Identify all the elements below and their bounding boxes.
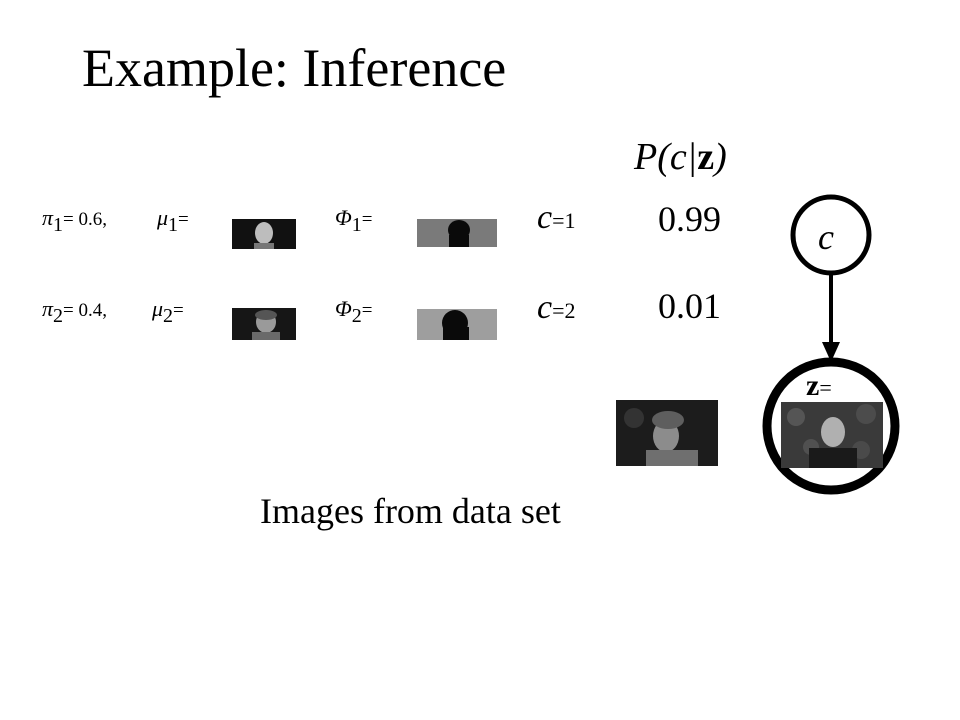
mu-index: 1 — [168, 214, 179, 236]
node-c — [790, 194, 872, 276]
pi-symbol: π — [42, 296, 54, 321]
pi-index: 1 — [53, 214, 64, 236]
phi-2-label: Φ2= — [335, 297, 372, 328]
mean-image-2 — [232, 308, 296, 340]
node-z-label: z= — [806, 370, 832, 404]
z-symbol: z — [806, 369, 820, 402]
mu-symbol: μ — [157, 205, 169, 230]
mu-index: 2 — [163, 305, 174, 327]
mean-image-1 — [232, 219, 296, 249]
posterior-header-suffix: ) — [714, 136, 727, 178]
c-value-2: c=2 — [537, 289, 576, 330]
phi-1-label: Φ1= — [335, 206, 372, 237]
phi-symbol: Φ — [335, 205, 352, 230]
posterior-header-bold: z — [697, 136, 715, 178]
variance-image-1 — [417, 219, 497, 247]
slide-title: Example: Inference — [82, 38, 507, 98]
mu-eq: = — [178, 209, 189, 230]
pi-symbol: π — [42, 205, 54, 230]
mu-2-label: μ2= — [152, 297, 184, 328]
caption: Images from data set — [260, 491, 561, 531]
c-eq: =1 — [552, 208, 576, 233]
c-value-1: c=1 — [537, 199, 576, 240]
mu-eq: = — [173, 300, 184, 321]
pi-index: 2 — [53, 305, 64, 327]
phi-index: 1 — [351, 214, 362, 236]
phi-index: 2 — [351, 305, 362, 327]
z-eq: = — [819, 375, 832, 400]
posterior-header-prefix: P(c| — [634, 136, 698, 178]
pi-value: = 0.6, — [63, 209, 107, 230]
c-eq: =2 — [552, 298, 576, 323]
mu-symbol: μ — [152, 296, 164, 321]
pi-value: = 0.4, — [63, 300, 107, 321]
arrowhead-icon — [822, 342, 840, 362]
c-symbol: c — [537, 289, 553, 326]
variance-image-2 — [417, 309, 497, 340]
c-symbol: c — [537, 199, 553, 236]
probability-2: 0.01 — [658, 286, 721, 326]
mu-1-label: μ1= — [157, 206, 189, 237]
pi-2-label: π2= 0.4, — [42, 297, 107, 328]
node-c-label: c — [818, 217, 834, 257]
data-image-sample — [616, 400, 718, 466]
pi-1-label: π1= 0.6, — [42, 206, 107, 237]
phi-eq: = — [361, 209, 373, 230]
observed-image-z — [781, 402, 883, 468]
posterior-header: P(c|z) — [634, 135, 727, 179]
phi-eq: = — [361, 300, 373, 321]
probability-1: 0.99 — [658, 199, 721, 239]
phi-symbol: Φ — [335, 296, 352, 321]
